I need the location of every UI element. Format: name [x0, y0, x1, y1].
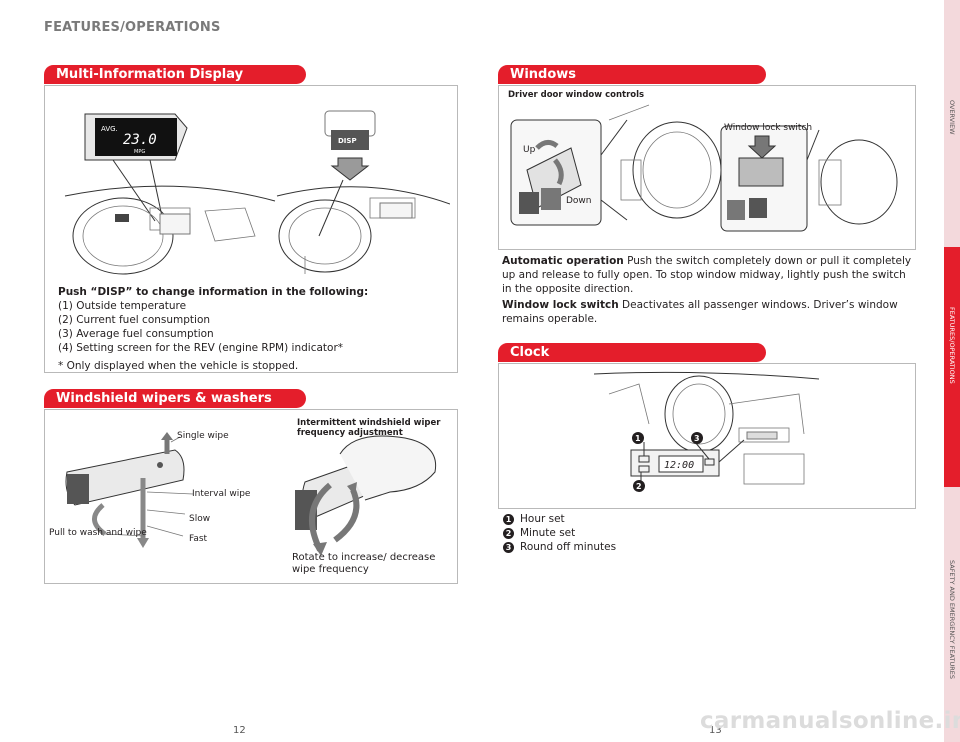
window-down-arrow	[553, 158, 564, 186]
mid-intro: Push “DISP” to change information in the…	[58, 286, 369, 298]
mid-item: (2) Current fuel consumption	[58, 314, 211, 326]
windows-lock-paragraph: Window lock switch Deactivates all passe…	[502, 298, 912, 326]
wash-arrow	[92, 503, 107, 537]
lock-switch	[738, 157, 784, 187]
windows-auto-paragraph: Automatic operation Push the switch comp…	[502, 254, 912, 296]
display-label: AVG.	[101, 125, 118, 133]
clock-item-text: Hour set	[520, 513, 565, 525]
mid-item: (3) Average fuel consumption	[58, 328, 214, 340]
label-up: Up	[523, 145, 536, 155]
label-wash: Pull to wash and wipe	[49, 528, 147, 538]
svg-text:3: 3	[694, 434, 700, 443]
label-lock-switch: Window lock switch	[724, 123, 813, 133]
windows-section-banner: Windows	[498, 65, 766, 84]
sidebar-tab-features[interactable]: FEATURES/OPERATIONS	[944, 247, 960, 487]
rotate-arrow-left	[309, 482, 333, 552]
watermark: carmanualsonline.info	[700, 708, 960, 734]
windows-panel: Driver door window controls Up Down Wind…	[498, 85, 916, 250]
clock-item-text: Minute set	[520, 527, 576, 539]
clock-item: 1 Hour set	[503, 512, 565, 526]
label-down: Down	[566, 196, 592, 206]
auto-operation-text: Push the switch completely down or pull …	[502, 255, 912, 295]
svg-text:2: 2	[636, 482, 642, 491]
label-slow: Slow	[189, 514, 211, 524]
intermittent-title: Intermittent windshield wiper frequency …	[297, 418, 441, 438]
wipers-section-banner: Windshield wipers & washers	[44, 389, 306, 408]
window-up-arrow	[535, 140, 559, 150]
sidebar-tab-overview[interactable]: OVERVIEW	[944, 0, 960, 244]
mid-section-banner: Multi-Information Display	[44, 65, 306, 84]
disp-button-body	[331, 130, 369, 150]
disp-button-label: DISP	[338, 137, 357, 145]
press-arrow-icon	[330, 157, 370, 181]
clock-item: 2 Minute set	[503, 526, 575, 540]
clock-item: 3 Round off minutes	[503, 540, 616, 554]
clock-item-text: Round off minutes	[520, 541, 617, 553]
rotate-caption: Rotate to increase/ decrease wipe freque…	[292, 552, 436, 575]
clock-item-number: 2	[503, 528, 514, 539]
clock-item-number: 3	[503, 542, 514, 553]
clock-panel: 12:00 1 3 2	[498, 363, 916, 509]
page-number-right: 13	[709, 725, 722, 736]
display-value: 23.0	[123, 132, 157, 148]
lock-switch-label: Window lock switch	[502, 299, 619, 311]
lock-press-arrow-icon	[747, 135, 777, 159]
clock-illustration: 12:00 1 3 2	[593, 371, 820, 492]
page-number-left: 12	[233, 725, 246, 736]
windows-illustration	[510, 104, 898, 232]
page-section-title: FEATURES/OPERATIONS	[44, 20, 221, 35]
mid-item: (1) Outside temperature	[58, 300, 187, 312]
clock-item-number: 1	[503, 514, 514, 525]
badge-3	[691, 432, 703, 444]
mid-item: (4) Setting screen for the REV (engine R…	[58, 342, 344, 354]
sidebar-tab-safety[interactable]: SAFETY AND EMERGENCY FEATURES	[944, 490, 960, 742]
display-unit: MPG	[134, 149, 145, 155]
lock-switch-text: Deactivates all passenger windows. Drive…	[502, 299, 898, 325]
mid-footnote: * Only displayed when the vehicle is sto…	[58, 360, 299, 372]
driver-controls-title: Driver door window controls	[508, 90, 645, 100]
wipers-panel: Single wipe Interval wipe Slow Fast Pull…	[44, 409, 458, 584]
label-fast: Fast	[189, 534, 208, 544]
display-screen	[95, 118, 177, 156]
clock-time: 12:00	[664, 460, 694, 471]
mid-panel: AVG. 23.0 MPG DISP Push “DISP” to change…	[44, 85, 458, 373]
mid-illustration: AVG. 23.0 MPG DISP	[64, 110, 450, 275]
label-single-wipe: Single wipe	[177, 431, 229, 441]
auto-operation-label: Automatic operation	[502, 255, 624, 267]
wiper-illustration	[65, 432, 437, 556]
badge-1	[632, 432, 644, 444]
label-interval-wipe: Interval wipe	[192, 489, 251, 499]
clock-section-banner: Clock	[498, 343, 766, 362]
badge-2	[633, 480, 645, 492]
svg-text:1: 1	[635, 434, 641, 443]
